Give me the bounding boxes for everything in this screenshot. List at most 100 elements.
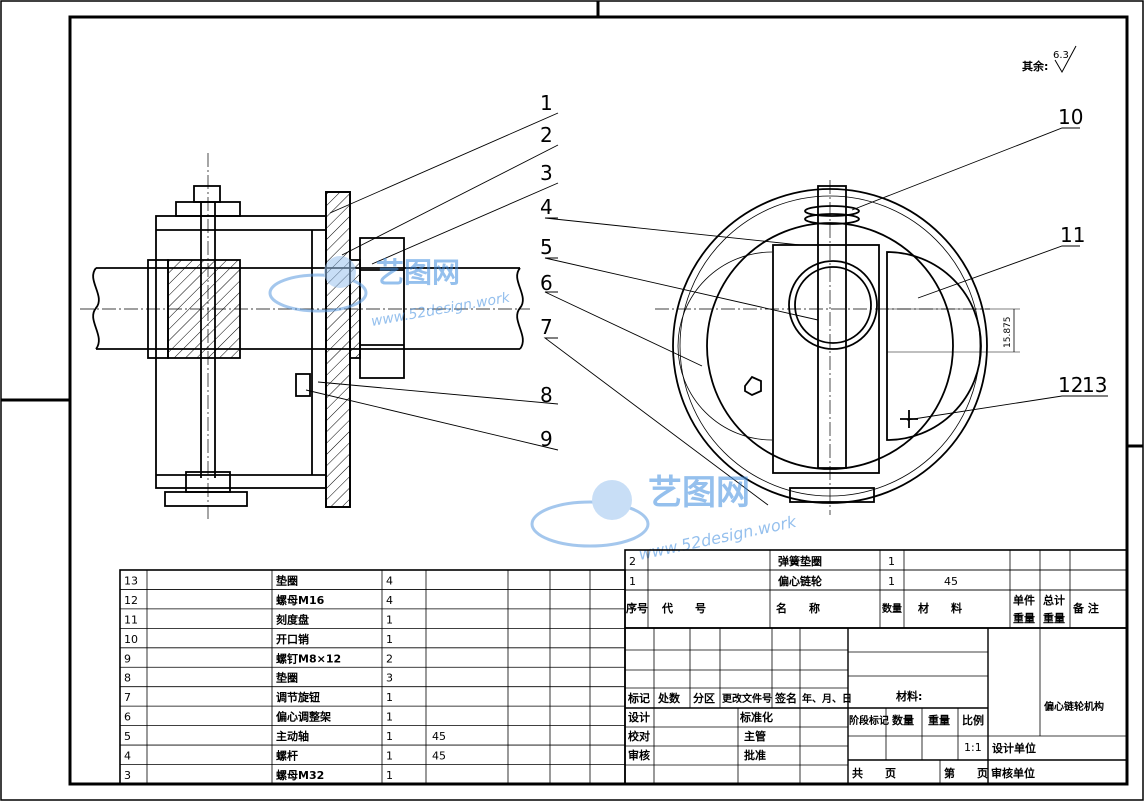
cell-no: 7 (124, 691, 131, 704)
header-total-weight-2: 重量 (1043, 611, 1065, 625)
tb-scale: 比例 (962, 713, 984, 727)
tb-total-pages: 共 页 (852, 766, 896, 780)
callout-labels: 1 2 3 4 5 6 7 8 9 10 11 12 13 (540, 91, 1107, 451)
cell-qty: 1 (888, 575, 895, 588)
callout-8: 8 (540, 383, 553, 407)
header-remark: 备 注 (1072, 601, 1099, 615)
cell-name: 偏心调整架 (276, 710, 331, 724)
cell-qty: 1 (386, 711, 393, 724)
cell-qty: 3 (386, 672, 393, 685)
tb-design: 设计 (628, 710, 650, 724)
table-row: 12 螺母M16 4 (120, 593, 625, 610)
callout-12: 12 (1058, 373, 1083, 397)
cell-no: 1 (629, 575, 636, 588)
cell-name: 垫圈 (276, 573, 298, 587)
cell-qty: 1 (386, 750, 393, 763)
cell-name: 偏心链轮 (778, 574, 822, 588)
table-row: 4 螺杆 1 45 (120, 749, 625, 765)
header-unit-weight-1: 单件 (1013, 593, 1035, 607)
tb-design-unit: 设计单位 (992, 741, 1036, 755)
header-seq: 序号 (626, 601, 648, 615)
cell-qty: 4 (386, 594, 393, 607)
roughness-symbol-icon (1054, 45, 1077, 74)
cell-material: 45 (432, 750, 446, 763)
cell-name: 垫圈 (276, 671, 298, 685)
callout-10: 10 (1058, 105, 1083, 129)
title-block (624, 627, 1128, 785)
cell-qty: 4 (386, 574, 393, 587)
cell-no: 8 (124, 672, 131, 685)
watermark-1: 艺图网 www.52design.work (268, 256, 512, 330)
header-material: 材 料 (918, 601, 962, 615)
table-row: 1 偏心链轮 1 45 (625, 574, 1127, 591)
cell-no: 5 (124, 730, 131, 743)
callout-2: 2 (540, 123, 553, 147)
cell-no: 10 (124, 633, 138, 646)
watermark-url: www.52design.work (370, 290, 512, 330)
tb-approve: 批准 (744, 748, 766, 762)
cell-qty: 1 (386, 769, 393, 782)
cell-name: 螺母M16 (276, 593, 325, 607)
cell-name: 主动轴 (276, 729, 309, 743)
tb-school-unit: 审核单位 (991, 766, 1035, 780)
tb-review: 审核 (628, 748, 650, 762)
tb-weight: 重量 (928, 713, 950, 727)
cell-qty: 1 (888, 555, 895, 568)
tb-stage: 阶段标记 (849, 714, 889, 727)
watermark-url: www.52design.work (637, 512, 799, 564)
callout-9: 9 (540, 427, 553, 451)
cell-no: 3 (124, 769, 131, 782)
cell-no: 4 (124, 750, 131, 763)
header-qty: 数量 (882, 602, 902, 615)
cell-no: 6 (124, 711, 131, 724)
cell-no: 12 (124, 594, 138, 607)
cell-no: 2 (629, 555, 636, 568)
leader-lines (305, 112, 1108, 506)
cell-name: 螺杆 (276, 749, 298, 763)
table-row: 11 刻度盘 1 (120, 612, 625, 629)
tb-standardize: 标准化 (739, 710, 773, 724)
tb-weight-qty: 数量 (892, 713, 914, 727)
roughness-label: 其余: (1022, 59, 1048, 73)
cell-name: 螺钉M8×12 (276, 651, 341, 665)
cell-name: 刻度盘 (276, 612, 309, 626)
tb-zone: 分区 (693, 691, 715, 705)
callout-7: 7 (540, 315, 553, 339)
header-name: 名 称 (776, 601, 820, 615)
header-total-weight-1: 总计 (1043, 593, 1065, 607)
tb-material-label: 材料: (896, 689, 922, 703)
header-unit-weight-2: 重量 (1013, 611, 1035, 625)
tb-supervisor: 主管 (744, 729, 766, 743)
cell-qty: 1 (386, 613, 393, 626)
dimension-value: 15.875 (1003, 317, 1013, 349)
watermark-cn: 艺图网 (376, 256, 460, 289)
cell-material: 45 (944, 575, 958, 588)
tb-date: 年、月、日 (802, 692, 852, 705)
front-view (655, 180, 1020, 515)
callout-6: 6 (540, 271, 553, 295)
roughness-value: 6.3 (1053, 50, 1069, 61)
callout-11: 11 (1060, 223, 1085, 247)
callout-13: 13 (1082, 373, 1107, 397)
tb-change-doc: 更改文件号 (722, 692, 772, 705)
cell-material: 45 (432, 730, 446, 743)
cell-qty: 1 (386, 633, 393, 646)
tb-mark: 标记 (627, 691, 650, 705)
tb-page-no: 第 页 (944, 766, 988, 780)
title-block-text: 标记 处数 分区 更改文件号 签名 年、月、日 设计 标准化 校对 主管 审核 … (627, 689, 1104, 780)
cell-qty: 1 (386, 691, 393, 704)
parts-list-left (119, 569, 626, 785)
cell-qty: 2 (386, 652, 393, 665)
cell-no: 11 (124, 613, 138, 626)
table-row: 8 垫圈 3 (120, 671, 625, 688)
header-code: 代 号 (661, 601, 706, 615)
callout-5: 5 (540, 235, 553, 259)
